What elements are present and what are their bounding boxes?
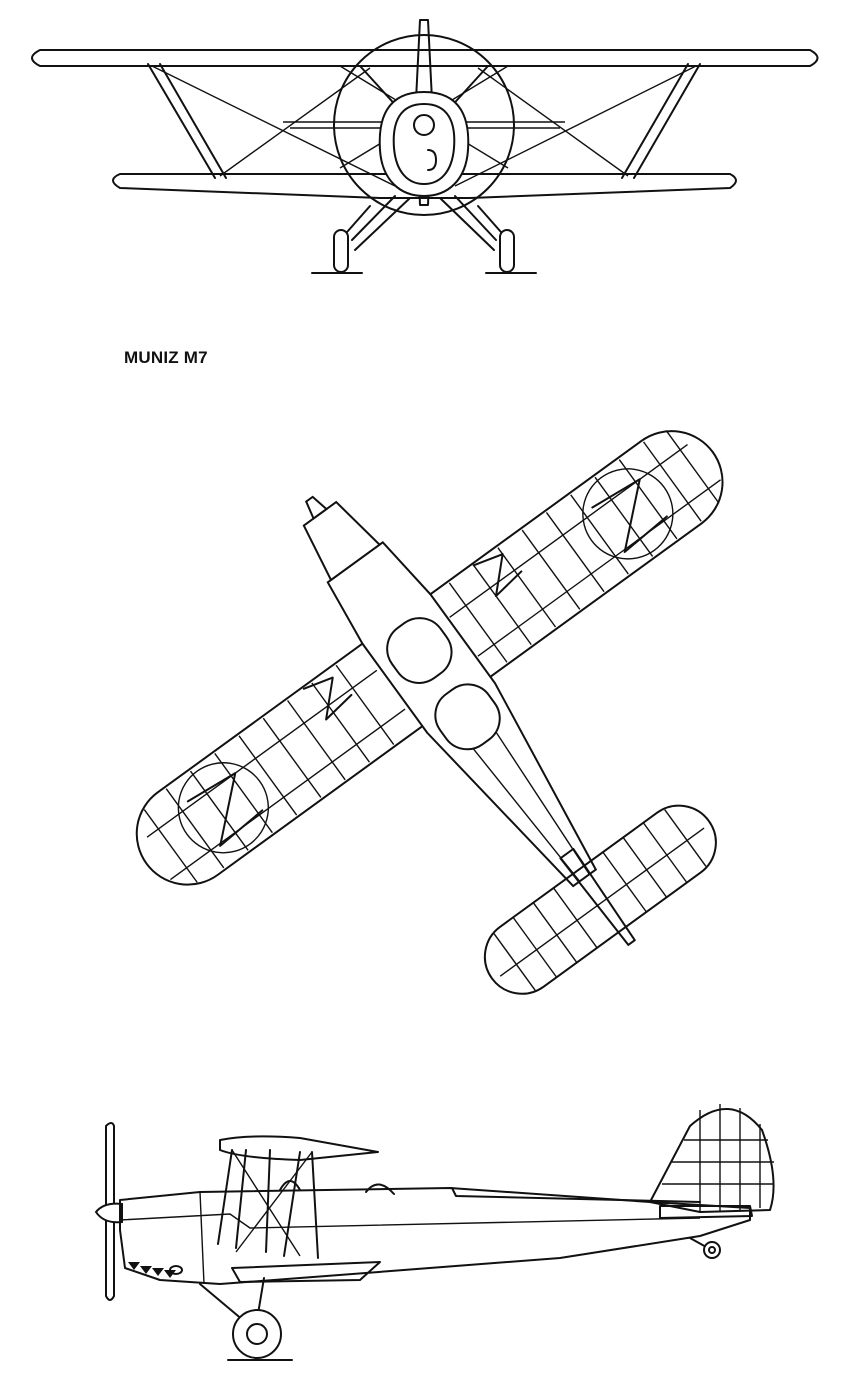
front-strut-right — [621, 63, 701, 179]
front-fuselage — [378, 90, 470, 198]
top-roundel-right — [582, 468, 674, 560]
front-gear-legs — [351, 195, 497, 251]
side-turtle-deck — [451, 1187, 701, 1203]
front-strut-left — [147, 63, 227, 179]
top-aileron-link-left — [186, 772, 264, 847]
top-wing-ribs-left — [143, 664, 406, 883]
side-struts — [217, 1149, 319, 1259]
front-propeller-disc — [333, 34, 515, 216]
side-tail-wheel — [703, 1241, 721, 1259]
top-view — [135, 430, 724, 995]
side-fuselage-lines — [119, 1191, 701, 1285]
top-rear-cockpit — [434, 683, 501, 751]
top-tailplane-ribs — [493, 809, 707, 991]
front-cowl — [392, 103, 456, 185]
side-fin-rudder — [649, 1108, 775, 1213]
front-lower-wing — [112, 173, 737, 199]
side-lower-wing — [231, 1261, 381, 1283]
side-exhaust-stubs — [128, 1262, 183, 1278]
side-tailplane — [659, 1205, 753, 1219]
side-main-wheel-hub — [246, 1323, 268, 1345]
front-exhaust — [427, 149, 437, 171]
top-rudder — [559, 847, 636, 946]
front-wheel-right — [499, 229, 515, 273]
top-front-cockpit — [386, 617, 453, 684]
top-tailplane — [483, 804, 717, 995]
aircraft-title: MUNIZ M7 — [124, 348, 208, 367]
side-rear-windshield — [365, 1183, 395, 1195]
front-propeller-blade — [415, 19, 433, 101]
top-roundel-left — [177, 762, 270, 854]
top-strut-fitting-left — [302, 676, 353, 721]
top-spinner — [304, 495, 329, 521]
side-propeller — [105, 1122, 115, 1301]
side-spinner — [94, 1202, 123, 1224]
side-front-windshield — [279, 1180, 301, 1191]
top-engine-cowl — [302, 500, 382, 582]
front-view — [31, 19, 819, 274]
side-view — [94, 1104, 775, 1361]
side-main-wheel — [232, 1309, 282, 1359]
front-gear-struts — [339, 205, 509, 241]
top-wing-ribs-right — [448, 430, 721, 663]
side-strut-wires — [231, 1149, 313, 1257]
front-wheel-left — [333, 229, 349, 273]
top-aileron-link-right — [591, 478, 668, 554]
front-spinner — [413, 114, 435, 136]
side-rudder-ribs — [662, 1104, 774, 1212]
front-upper-wing — [31, 49, 819, 67]
top-strut-fitting-right — [472, 553, 523, 598]
side-tail-wheel-hub — [708, 1246, 716, 1254]
side-fuselage — [119, 1187, 751, 1285]
